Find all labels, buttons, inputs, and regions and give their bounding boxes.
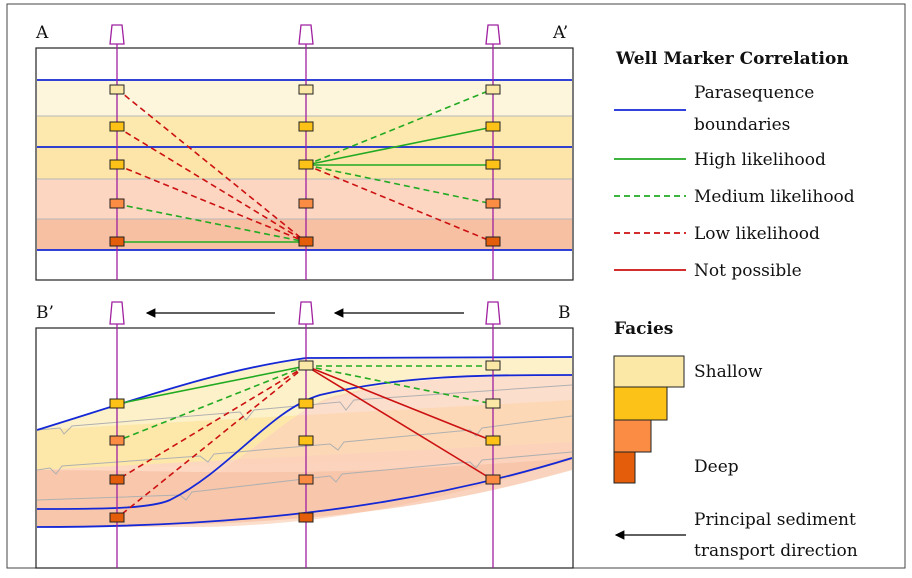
well-marker [109,398,125,409]
well-marker [298,512,314,523]
legend-title: Well Marker Correlation [615,49,849,69]
facies-legend: Facies Shallow Deep [613,319,763,484]
well-marker [485,398,501,409]
legend-label-low: Low likelihood [694,224,820,244]
derrick-icon [485,301,501,325]
derrick-icon [298,24,314,45]
well-marker [298,121,314,132]
derrick-icon [298,301,314,325]
legend-label-high: High likelihood [694,150,826,170]
legend-label-parasequence-2: boundaries [694,115,790,135]
well-marker [485,198,501,209]
well-marker [109,236,125,247]
section-a-right-label: A’ [552,23,568,43]
well-marker [298,435,314,446]
well-marker [298,474,314,485]
transport-label-2: transport direction [694,541,858,561]
derrick-icon [109,301,125,325]
transport-label-1: Principal sediment [694,510,856,530]
transport-legend: Principal sediment transport direction [614,510,858,561]
well-marker [109,512,125,523]
markers-a [109,84,501,247]
well-marker [109,84,125,95]
facies-orange-swatch [613,419,652,453]
cross-section-b: B’ B [35,301,574,569]
boundary-b-top [37,356,572,431]
legend-label-not-possible: Not possible [694,261,802,281]
well-marker [109,474,125,485]
well-marker [485,360,501,371]
well-marker [485,474,501,485]
facies-title: Facies [614,319,673,339]
facies-deep-swatch [613,451,636,484]
well-marker [485,435,501,446]
well-marker [109,121,125,132]
legend-label-medium: Medium likelihood [694,187,855,207]
well-marker [109,159,125,170]
well-marker [485,236,501,247]
well-marker [298,159,314,170]
well-marker [109,435,125,446]
boundary-b-bottom [37,457,572,528]
facies-shallow-swatch [613,355,685,388]
legend: Well Marker Correlation Parasequence bou… [614,49,855,281]
well-marker [298,360,314,371]
well-marker [485,84,501,95]
correlations-b [116,365,494,519]
facies-yellow-swatch [613,386,668,421]
well-marker [485,159,501,170]
section-b-right-label: B [558,303,571,323]
well-marker [298,398,314,409]
section-a-left-label: A [35,23,49,43]
markers-b [109,360,501,523]
well-marker [109,198,125,209]
derrick-icon [485,24,501,45]
well-marker [298,198,314,209]
well-marker [298,236,314,247]
well-marker [485,121,501,132]
section-b-left-label: B’ [36,303,54,323]
legend-label-parasequence-1: Parasequence [694,83,814,103]
correlations-a [116,88,494,243]
well-marker [298,84,314,95]
derrick-icon [109,24,125,45]
facies-deep-label: Deep [694,457,739,477]
facies-shallow-label: Shallow [694,362,763,382]
cross-section-a: A A’ [35,23,574,281]
